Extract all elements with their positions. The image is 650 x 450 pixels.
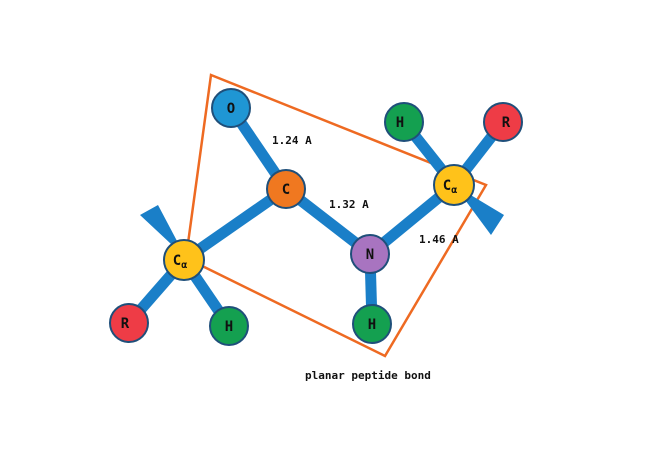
- atom-h-right: H: [384, 102, 424, 142]
- atom-h-left: H: [209, 306, 249, 346]
- atom-h-n-label: H: [368, 317, 376, 333]
- bond-length-c-n: 1.32 A: [329, 198, 369, 211]
- atom-ca-right-label: Cα: [443, 178, 457, 196]
- atom-ca-left: Cα: [163, 239, 205, 281]
- diagram-caption: planar peptide bond: [305, 369, 431, 382]
- atom-h-n: H: [352, 304, 392, 344]
- atom-c-label: C: [282, 182, 290, 198]
- atom-o-label: O: [227, 101, 235, 117]
- atom-n: N: [350, 234, 390, 274]
- atom-ca-left-label: Cα: [173, 253, 187, 271]
- peptide-plane-outline: [184, 73, 488, 358]
- atom-h-left-label: H: [225, 319, 233, 335]
- atom-n-label: N: [366, 247, 374, 263]
- atom-o: O: [211, 88, 251, 128]
- bond-length-n-ca: 1.46 A: [419, 233, 459, 246]
- atom-c: C: [266, 169, 306, 209]
- atom-h-right-label: H: [396, 115, 404, 131]
- bond-length-c-o: 1.24 A: [272, 134, 312, 147]
- bonds: [124, 104, 508, 330]
- atom-r-right: R: [483, 102, 523, 142]
- atom-ca-right: Cα: [433, 164, 475, 206]
- atom-r-left-label: R: [121, 316, 130, 332]
- atom-r-left: R: [109, 303, 149, 343]
- atom-r-right-label: R: [502, 115, 511, 131]
